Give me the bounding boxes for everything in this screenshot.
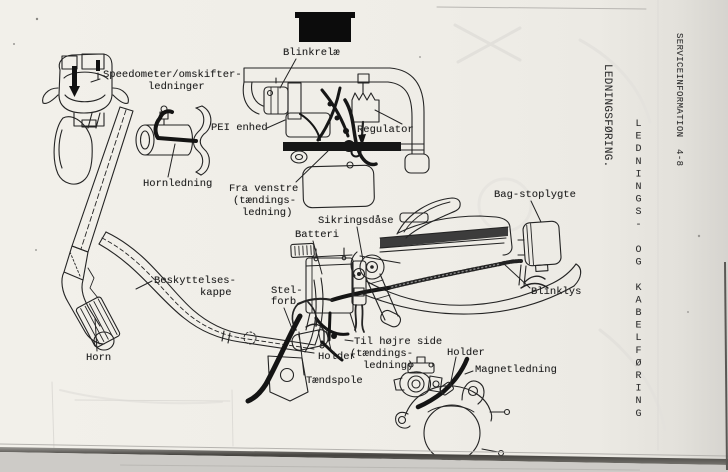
magneto-cable xyxy=(415,356,470,410)
horn-lead-tube xyxy=(135,105,212,176)
label-blinkrelae: Blinkrelæ xyxy=(283,47,340,59)
label-batteri: Batteri xyxy=(295,229,340,241)
label-pei: PEI enhed xyxy=(211,122,268,134)
horn-unit xyxy=(75,296,121,348)
fuse-box xyxy=(351,260,367,333)
flasher-relay xyxy=(263,77,302,120)
label-holder-right: Holder xyxy=(447,347,485,359)
speedometer-console xyxy=(42,53,129,128)
ground-cable xyxy=(245,313,303,404)
label-sikringsdaase: Sikringsdåse xyxy=(318,215,394,227)
protective-sheath xyxy=(98,231,324,354)
label-fra-venstre-line1: Fra venstre xyxy=(229,183,299,195)
label-speedometer-line2: ledninger xyxy=(148,81,205,93)
redacted-logo-block xyxy=(295,12,355,42)
rear-frame-assembly xyxy=(242,67,430,209)
label-regulator: Regulator xyxy=(357,124,414,136)
front-fork-and-fender xyxy=(53,106,134,351)
page-right-edge xyxy=(724,261,728,471)
page-bottom-edge xyxy=(0,261,728,472)
wiring-tangle xyxy=(299,86,378,167)
label-stelforb-line2: forb. xyxy=(271,296,303,308)
leg-shield-panel xyxy=(302,164,375,209)
label-beskyttelseskappe-line1: Beskyttelses- xyxy=(154,275,236,287)
label-taendspole: Tændspole xyxy=(306,375,363,387)
label-fra-venstre-line3: ledning) xyxy=(242,207,293,219)
magneto-assembly xyxy=(393,356,511,462)
label-stelforb-line1: Stel- xyxy=(271,285,303,297)
label-til-hoejre-line1: Til højre side xyxy=(354,336,443,348)
regulator-unit xyxy=(351,73,380,146)
margin-chapter-vertical: LEDNINGS- OG KABELFØRING xyxy=(633,119,644,422)
engine-bracket-and-coil xyxy=(245,297,344,404)
leader-lines xyxy=(90,58,542,387)
tail-light xyxy=(522,220,562,273)
label-hornledning: Hornledning xyxy=(143,178,213,190)
label-holder-left: Holder xyxy=(318,351,356,363)
label-speedometer-line1: Speedometer/omskifter- xyxy=(103,69,242,81)
label-til-hoejre-line3: ledning) xyxy=(363,360,414,372)
pei-unit xyxy=(285,112,331,138)
label-horn: Horn xyxy=(86,352,112,364)
label-bag-stoplygte: Bag-stoplygte xyxy=(494,189,576,201)
margin-section-heading: LEDNINGSFØRING. xyxy=(601,64,613,168)
frame-crossbar xyxy=(283,142,401,151)
label-til-hoejre-line2: (tændings- xyxy=(350,348,414,360)
label-fra-venstre-line2: (tændings- xyxy=(233,195,297,207)
label-beskyttelseskappe-line2: kappe xyxy=(200,287,232,299)
scan-artifacts xyxy=(13,0,701,451)
label-magnetledning: Magnetledning xyxy=(475,364,557,376)
label-blinklys: Blinklys xyxy=(531,286,582,298)
margin-serviceinfo: SERVICEINFORMATION 4-8 xyxy=(674,33,684,167)
